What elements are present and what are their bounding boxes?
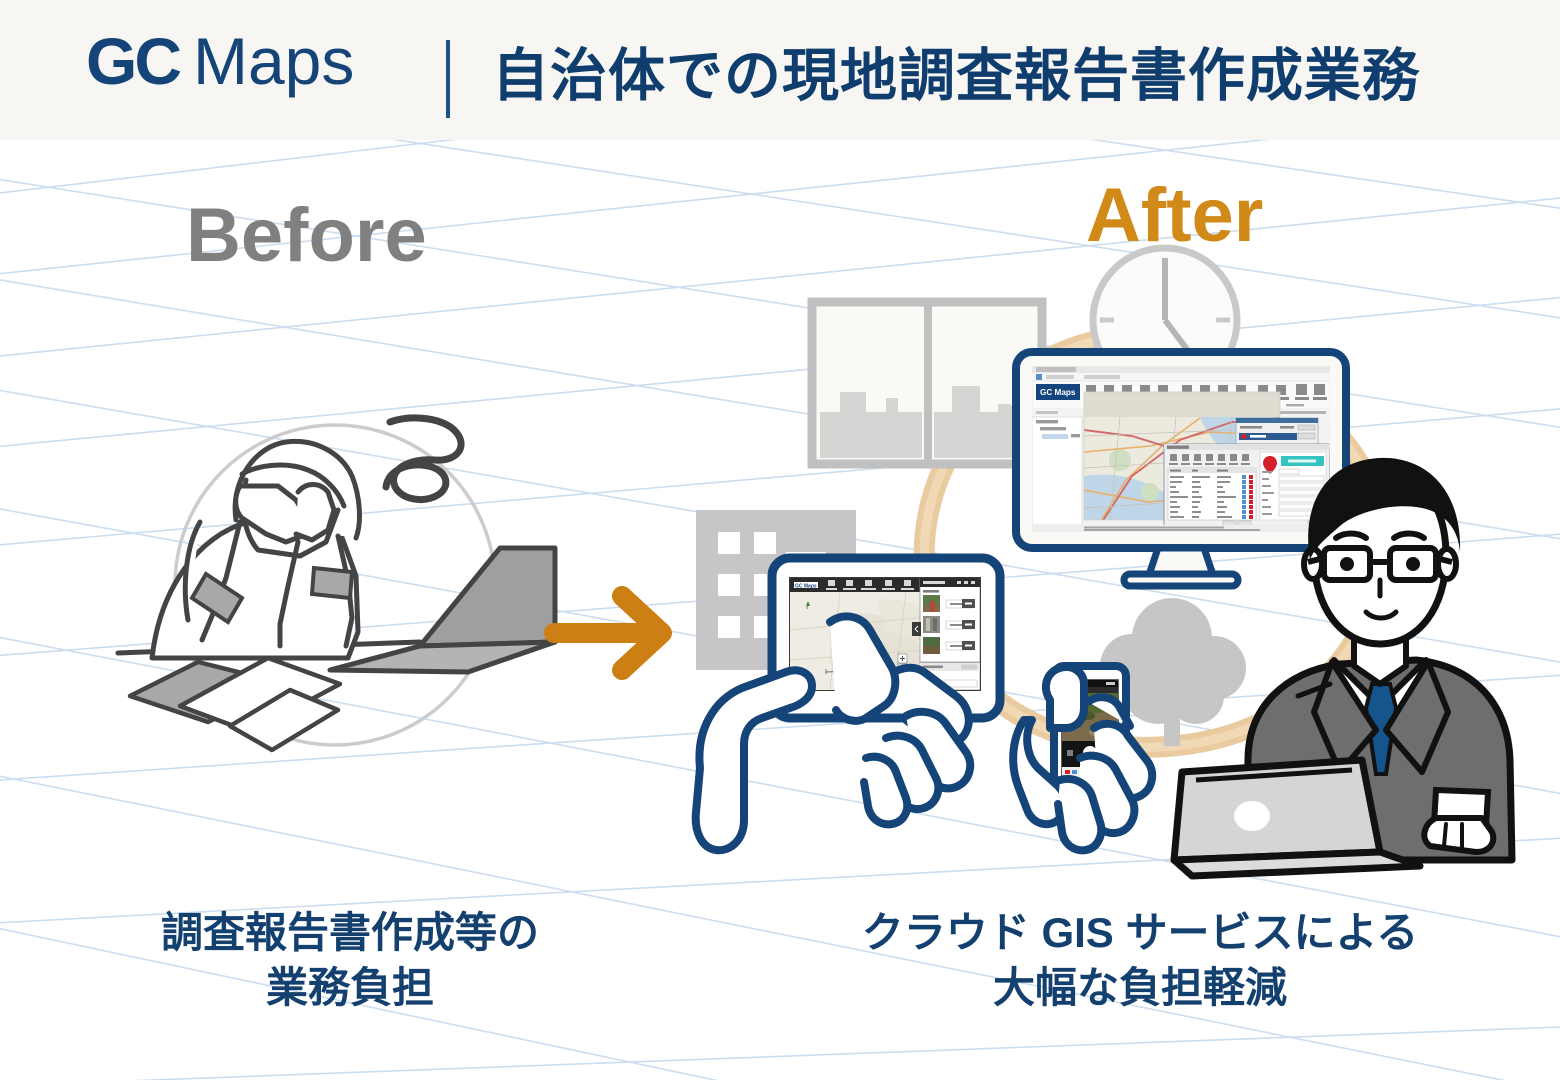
glasses-icon: [1307, 545, 1453, 583]
before-laptop-icon: [327, 545, 558, 675]
logo-maps-text: Maps: [193, 24, 355, 98]
logo-gc-text: GC: [86, 24, 182, 98]
before-after-arrow-icon: [544, 586, 672, 680]
before-caption: 調査報告書作成等の 業務負担: [120, 905, 580, 1016]
page-title: 自治体での現地調査報告書作成業務: [492, 44, 1420, 108]
stressed-person: [149, 438, 362, 661]
svg-text:GC Maps: GC Maps: [1040, 388, 1076, 397]
businessman-with-laptop: [1170, 457, 1516, 880]
businessman-laptop-icon: [1170, 756, 1424, 880]
before-label: Before: [186, 193, 427, 278]
after-caption-line1: クラウド GIS サービスによる: [861, 909, 1419, 956]
svg-text:GC Maps: GC Maps: [795, 584, 817, 590]
stress-spiral-icon: [382, 414, 465, 503]
necktie: [1363, 682, 1399, 776]
after-illustration: GC Maps: [691, 244, 1516, 880]
hands-holding-tablet: [691, 612, 975, 855]
cityscape-frame-icon: [807, 297, 1047, 469]
before-caption-line1: 調査報告書作成等の: [160, 909, 539, 956]
before-caption-line2: 業務負担: [265, 964, 434, 1012]
scattered-papers-icon: [127, 655, 343, 753]
after-label: After: [1086, 173, 1264, 258]
after-caption-line2: 大幅な負担軽減: [992, 964, 1287, 1012]
hands-holding-phone: [1009, 663, 1157, 855]
after-caption: クラウド GIS サービスによる 大幅な負担軽減: [820, 905, 1460, 1016]
sleeve-cuffs: [189, 565, 355, 625]
hair: [1308, 457, 1461, 560]
header-divider: [446, 40, 450, 118]
monitor-screen-content: GC Maps: [1032, 366, 1330, 532]
before-illustration: [115, 414, 558, 753]
